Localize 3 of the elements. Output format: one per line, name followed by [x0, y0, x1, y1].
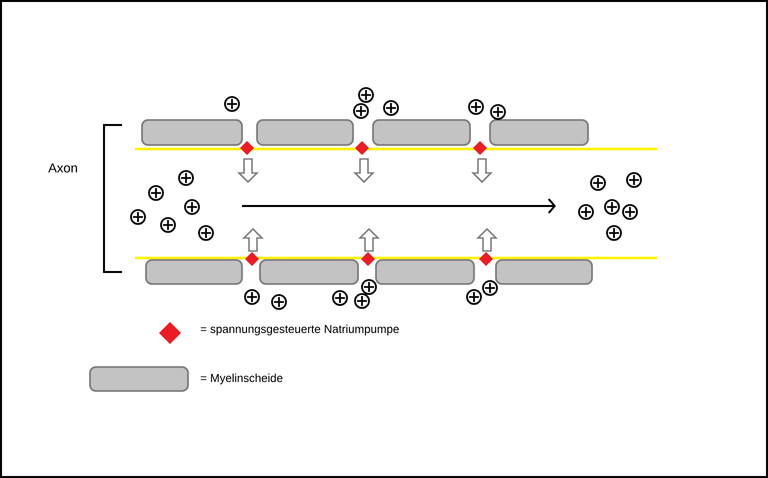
- axon-label: Axon: [48, 163, 77, 173]
- legend-text: = spannungsgesteuerte Natriumpumpe: [200, 324, 399, 336]
- legend-text: = Myelinscheide: [200, 374, 282, 384]
